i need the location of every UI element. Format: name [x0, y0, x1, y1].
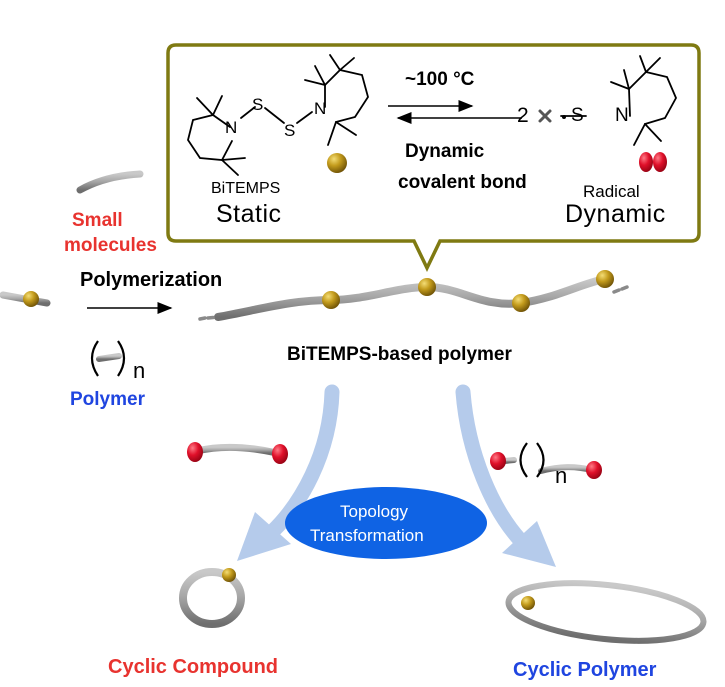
capped-small-molecule — [187, 442, 288, 464]
small-molecules-label-line1: Small — [72, 210, 123, 231]
static-state-label: Static — [216, 200, 282, 228]
bond-label-line1: Dynamic — [405, 141, 485, 162]
chain-dashes — [198, 285, 629, 321]
polymer-subscript: n — [133, 358, 146, 383]
polymer-repeat-strand — [96, 353, 122, 362]
radical-dot-icon — [562, 115, 566, 119]
chain-gold-atom — [322, 291, 340, 309]
temperature-label: ~100 °C — [405, 69, 475, 90]
bitemps-name: BiTEMPS — [211, 180, 281, 197]
capped-polymer-subscript: n — [555, 463, 568, 488]
polymer-parentheses — [90, 340, 126, 377]
capped-polymer — [490, 442, 602, 479]
atom-n-radical: N — [615, 105, 629, 126]
cyclic-polymer-arrow-stem — [455, 384, 528, 548]
cyclic-compound-ring — [179, 568, 245, 628]
cyclic-compound-label: Cyclic Compound — [108, 656, 279, 678]
atom-s-left-1: S — [252, 95, 264, 114]
dynamic-state-label: Dynamic — [565, 200, 666, 228]
ring-gold-atom — [222, 568, 236, 582]
atom-s-left-2: S — [284, 121, 296, 140]
radical-coefficient: 2 — [517, 104, 529, 127]
atom-s-radical: S — [571, 105, 584, 126]
cyclic-polymer-arrow-head — [502, 521, 556, 567]
small-molecule-strand — [76, 170, 144, 194]
bond-label-line2: covalent bond — [398, 172, 527, 193]
topology-label-line1: Topology — [340, 502, 409, 521]
atom-n-left: N — [225, 118, 238, 137]
chain-gold-atom — [418, 278, 436, 296]
topology-ellipse — [285, 487, 487, 559]
atom-n-right: N — [314, 99, 327, 118]
x-mark-icon — [538, 109, 552, 123]
topology-label-line2: Transformation — [310, 526, 424, 545]
chain-gold-atom — [596, 270, 614, 288]
chain-gold-atom — [512, 294, 530, 312]
bitemps-gold-atom — [327, 153, 347, 173]
cyclic-compound-arrow-stem — [264, 384, 340, 540]
bitemps-polymer-label: BiTEMPS-based polymer — [287, 344, 512, 365]
polymer-label: Polymer — [70, 389, 145, 410]
left-gold-atom — [23, 291, 39, 307]
bitemps-polymer-chain — [214, 275, 609, 321]
radical-name: Radical — [583, 182, 640, 201]
cyclic-polymer-label: Cyclic Polymer — [513, 659, 657, 681]
ring-gold-atom — [521, 596, 535, 610]
bitemps-structure — [187, 54, 369, 176]
cyclic-compound-arrow-head — [237, 512, 291, 561]
cyclic-polymer-ring — [505, 580, 707, 644]
callout-box — [166, 43, 701, 273]
polymerization-label: Polymerization — [80, 269, 223, 291]
radical-red-lobes — [639, 152, 667, 172]
small-molecules-label-line2: molecules — [64, 235, 157, 256]
